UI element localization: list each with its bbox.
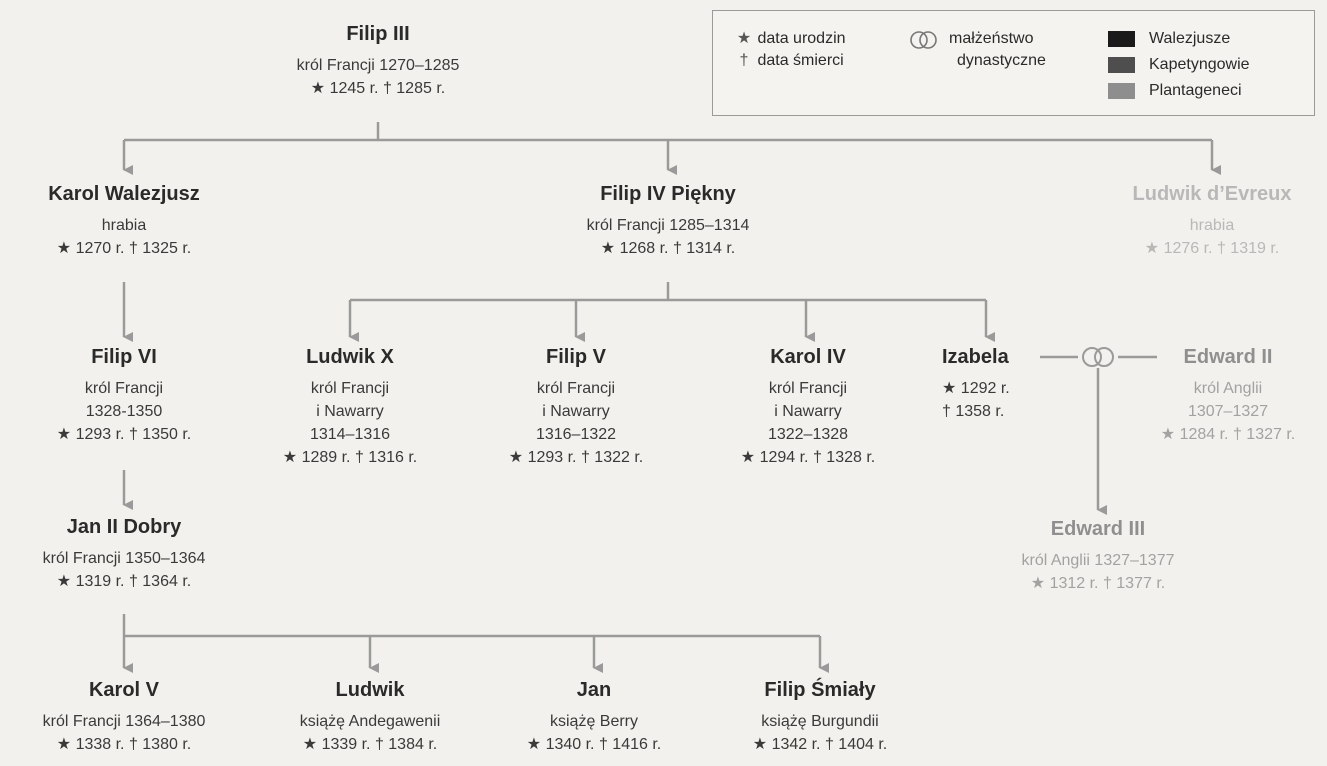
person-title: król Francji xyxy=(310,380,390,397)
person-name: Filip III xyxy=(346,23,410,45)
legend-box: ★ data urodzin † data śmierci małżeństwo… xyxy=(712,10,1315,116)
person-title: książę Andegawenii xyxy=(299,713,441,730)
person-title-2: i Nawarry xyxy=(542,403,610,420)
person-dates: ★ 1284 r. † 1327 r. xyxy=(1160,426,1296,443)
person-filip6: Filip VI król Francji 1328-1350 ★ 1293 r… xyxy=(57,345,191,446)
person-karol5: Karol V król Francji 1364–1380 ★ 1338 r.… xyxy=(43,678,206,756)
person-filip5: Filip V król Francji i Nawarry 1316–1322… xyxy=(509,345,643,469)
legend-kapetyngowie: Kapetyngowie xyxy=(1149,56,1250,73)
legend-birth-label: data urodzin xyxy=(757,30,846,47)
person-title: król Francji 1364–1380 xyxy=(42,713,206,730)
person-ludwik-evreux: Ludwik d’Evreux hrabia ★ 1276 r. † 1319 … xyxy=(1133,182,1292,260)
person-name: Jan xyxy=(576,679,612,701)
swatch-walezjusze xyxy=(1108,31,1135,47)
person-dates: ★ 1339 r. † 1384 r. xyxy=(302,736,438,753)
person-name: Filip IV Piękny xyxy=(600,183,736,205)
person-death: † 1358 r. xyxy=(942,403,1005,420)
swatch-plantageneci xyxy=(1108,83,1135,99)
person-name: Ludwik d’Evreux xyxy=(1132,183,1292,205)
person-ludwik10: Ludwik X król Francji i Nawarry 1314–131… xyxy=(283,345,417,469)
person-title: król Anglii 1327–1377 xyxy=(1021,552,1175,569)
person-jan2: Jan II Dobry król Francji 1350–1364 ★ 13… xyxy=(43,515,206,593)
person-name: Ludwik X xyxy=(306,346,394,368)
person-title: król Francji xyxy=(84,380,164,397)
person-dates: ★ 1342 r. † 1404 r. xyxy=(752,736,888,753)
person-karol-walezjusz: Karol Walezjusz hrabia ★ 1270 r. † 1325 … xyxy=(48,182,200,260)
person-name: Karol V xyxy=(88,679,160,701)
person-dates: ★ 1289 r. † 1316 r. xyxy=(282,449,418,466)
person-dates: ★ 1270 r. † 1325 r. xyxy=(56,240,192,257)
person-name: Edward II xyxy=(1183,346,1273,368)
person-title: król Francji 1285–1314 xyxy=(586,217,750,234)
person-name: Ludwik xyxy=(335,679,405,701)
person-dates: ★ 1293 r. † 1350 r. xyxy=(56,426,192,443)
person-filip4: Filip IV Piękny król Francji 1285–1314 ★… xyxy=(587,182,750,260)
person-reign: 1307–1327 xyxy=(1187,403,1269,420)
person-title: król Francji 1270–1285 xyxy=(296,57,460,74)
person-name: Filip Śmiały xyxy=(764,679,876,701)
person-ludwik: Ludwik książę Andegawenii ★ 1339 r. † 13… xyxy=(300,678,441,756)
person-name: Karol Walezjusz xyxy=(48,183,200,205)
person-title: hrabia xyxy=(101,217,147,234)
person-title: książę Burgundii xyxy=(761,713,879,730)
person-edward3: Edward III król Anglii 1327–1377 ★ 1312 … xyxy=(1021,517,1174,595)
legend-marriage-label-1: małżeństwo xyxy=(949,30,1034,47)
person-title: król Anglii xyxy=(1193,380,1263,397)
marriage-rings-legend-icon xyxy=(910,31,937,49)
person-dates: ★ 1340 r. † 1416 r. xyxy=(526,736,662,753)
person-dates: ★ 1245 r. † 1285 r. xyxy=(310,80,446,97)
person-dates: ★ 1293 r. † 1322 r. xyxy=(508,449,644,466)
person-title-2: i Nawarry xyxy=(316,403,384,420)
marriage-rings-icon xyxy=(1082,347,1114,367)
person-jan: Jan książę Berry ★ 1340 r. † 1416 r. xyxy=(527,678,661,756)
person-dates: ★ 1312 r. † 1377 r. xyxy=(1030,575,1166,592)
person-dates: ★ 1338 r. † 1380 r. xyxy=(56,736,192,753)
person-name: Filip VI xyxy=(91,346,157,368)
legend-plantageneci: Plantageneci xyxy=(1149,82,1242,99)
swatch-kapetyngowie xyxy=(1108,57,1135,73)
person-name: Jan II Dobry xyxy=(66,516,182,538)
person-birth: ★ 1292 r. xyxy=(942,380,1010,397)
person-title: król Francji xyxy=(768,380,848,397)
star-icon: ★ xyxy=(736,30,752,47)
person-dates: ★ 1276 r. † 1319 r. xyxy=(1144,240,1280,257)
person-name: Filip V xyxy=(546,346,606,368)
cross-icon: † xyxy=(739,52,749,69)
person-dates: ★ 1268 r. † 1314 r. xyxy=(600,240,736,257)
person-izabela: Izabela ★ 1292 r. † 1358 r. xyxy=(942,345,1010,423)
person-name: Edward III xyxy=(1050,518,1146,540)
person-reign: 1316–1322 xyxy=(535,426,617,443)
person-reign: 1314–1316 xyxy=(309,426,391,443)
person-karol4: Karol IV król Francji i Nawarry 1322–132… xyxy=(741,345,875,469)
legend-birth: ★ data urodzin xyxy=(735,28,846,50)
person-name: Karol IV xyxy=(770,346,846,368)
person-dates: ★ 1294 r. † 1328 r. xyxy=(740,449,876,466)
legend-death-label: data śmierci xyxy=(757,52,844,69)
person-filip-smialy: Filip Śmiały książę Burgundii ★ 1342 r. … xyxy=(753,678,887,756)
person-title: książę Berry xyxy=(549,713,639,730)
person-title: hrabia xyxy=(1189,217,1235,234)
person-dates: ★ 1319 r. † 1364 r. xyxy=(56,573,192,590)
person-filip3: Filip III król Francji 1270–1285 ★ 1245 … xyxy=(297,22,460,100)
person-edward2: Edward II król Anglii 1307–1327 ★ 1284 r… xyxy=(1161,345,1295,446)
person-title: król Francji 1350–1364 xyxy=(42,550,206,567)
legend-walezjusze: Walezjusze xyxy=(1149,30,1231,47)
legend-death: † data śmierci xyxy=(735,50,844,72)
person-title-2: i Nawarry xyxy=(774,403,842,420)
person-name: Izabela xyxy=(942,346,1009,368)
legend-marriage-label-2: dynastyczne xyxy=(957,52,1046,69)
person-reign: 1322–1328 xyxy=(767,426,849,443)
person-reign: 1328-1350 xyxy=(85,403,163,420)
person-title: król Francji xyxy=(536,380,616,397)
